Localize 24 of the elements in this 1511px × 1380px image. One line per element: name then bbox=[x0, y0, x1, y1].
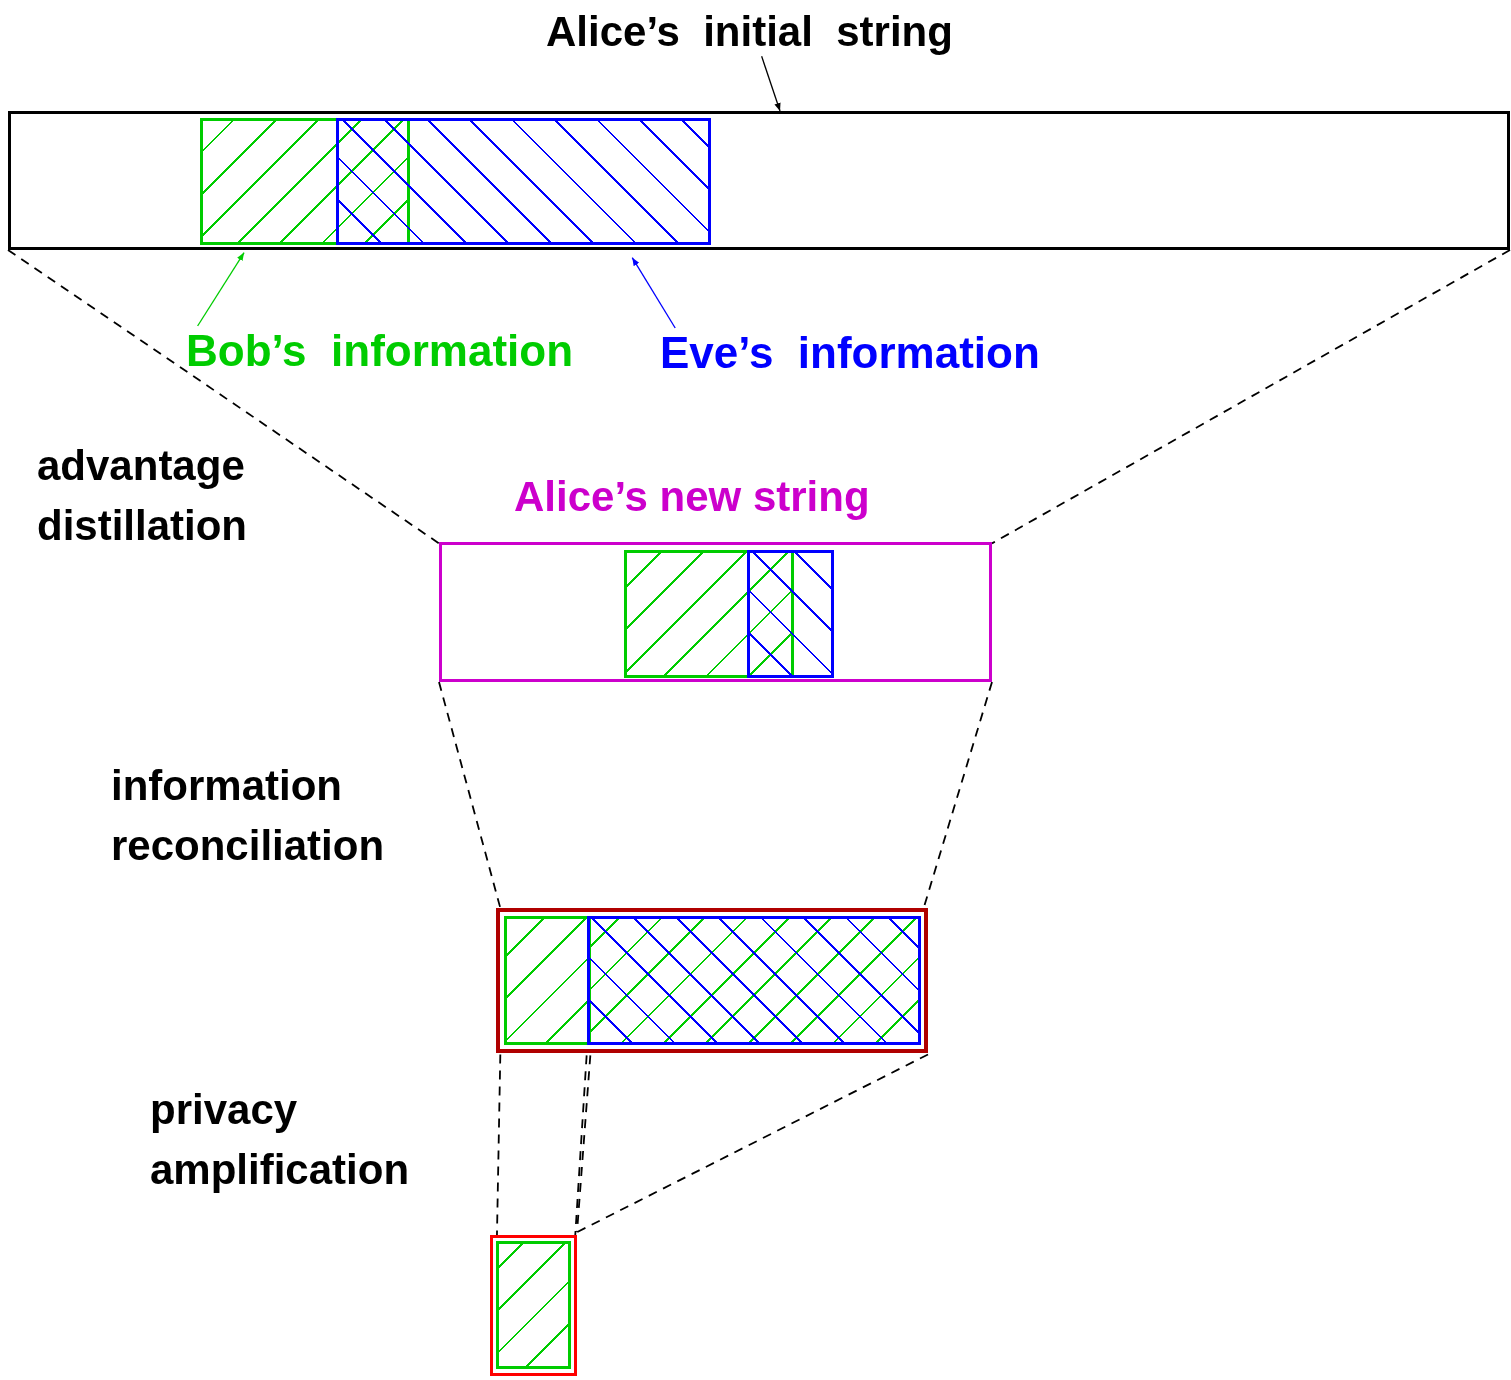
leader-arrow bbox=[631, 257, 676, 329]
hatched-region bbox=[747, 550, 834, 678]
projection-line bbox=[574, 1054, 588, 1236]
string-bar bbox=[496, 908, 928, 1053]
projection-line bbox=[438, 681, 502, 909]
leader-arrow bbox=[196, 251, 245, 327]
string-bar bbox=[8, 111, 1510, 250]
hatched-region bbox=[587, 916, 921, 1045]
caption-text: Alice’s initial string bbox=[546, 8, 953, 57]
hatched-region bbox=[496, 1241, 571, 1369]
step-label: information reconciliation bbox=[111, 761, 386, 871]
string-bar bbox=[490, 1235, 577, 1376]
projection-line bbox=[991, 249, 1511, 545]
projection-line bbox=[576, 1053, 929, 1234]
projection-line bbox=[7, 249, 440, 545]
hatched-region bbox=[336, 118, 711, 245]
leader-arrow bbox=[761, 55, 781, 112]
projection-line bbox=[496, 1053, 502, 1236]
heading-text: Alice’s new string bbox=[514, 473, 870, 522]
step-label: advantage distillation bbox=[37, 441, 248, 551]
caption-text: Eve’s information bbox=[660, 328, 1040, 379]
projection-line bbox=[576, 1054, 592, 1234]
step-label: privacy amplification bbox=[150, 1085, 411, 1195]
caption-text: Bob’s information bbox=[186, 326, 574, 377]
